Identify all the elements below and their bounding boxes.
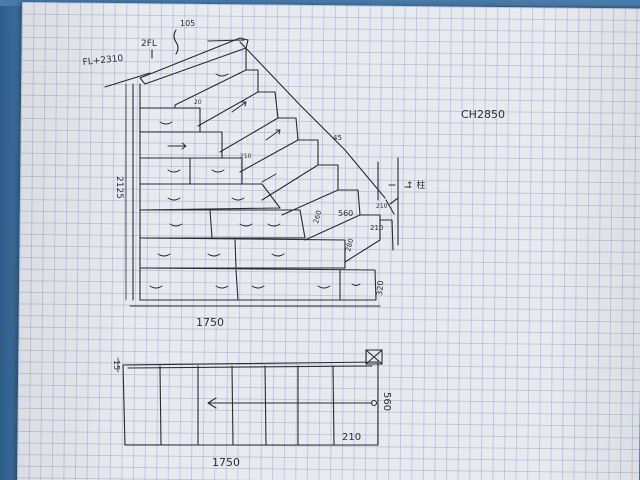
label-small-20: 20 [194, 99, 202, 106]
step-5 [261, 139, 319, 201]
step-3 [219, 91, 279, 153]
label-bottom-riser: 320 [375, 280, 385, 296]
plan-div-1 [159, 365, 162, 446]
floor-line [104, 72, 151, 88]
top-brace [173, 29, 179, 55]
label-step-width: 210 [370, 224, 383, 232]
plan-inner-edge [127, 365, 373, 369]
step-2 [197, 69, 259, 127]
landing-edge [207, 39, 245, 42]
label-floor-name: 2FL [141, 39, 157, 49]
label-elevation-width: 1750 [196, 316, 224, 329]
post-cross [385, 197, 399, 215]
post-ticks [388, 184, 412, 188]
step-1 [174, 47, 247, 109]
drawer-handles [149, 73, 361, 289]
plan-div-6 [332, 365, 335, 446]
drawer-row-3 [139, 157, 243, 185]
plan-div-3 [231, 365, 234, 446]
top-landing [139, 37, 249, 85]
label-step-210: 210 [240, 153, 252, 160]
label-step-210b: 210 [376, 203, 388, 210]
drawer-divider-6 [234, 239, 237, 269]
elevation-drawing [104, 29, 412, 307]
drawer-divider-5a [209, 209, 213, 239]
plan-outline [122, 361, 379, 446]
stair-diagonal [239, 41, 386, 199]
drawer-row-4 [139, 183, 281, 211]
label-tread: 560 [338, 209, 353, 218]
step-4 [239, 117, 299, 173]
drawer-row-7 [139, 267, 377, 301]
label-floor-level: FL+2310 [82, 54, 124, 68]
label-riser-280: 280 [344, 238, 355, 253]
plan-div-4 [264, 365, 267, 446]
label-total-height: 2125 [114, 176, 124, 199]
background-top [0, 0, 640, 6]
drawer-row-5 [139, 209, 306, 239]
plan-post-cross [365, 349, 383, 365]
plan-drawing [117, 349, 383, 446]
step-9 [379, 219, 394, 251]
plan-post-box [365, 349, 383, 365]
label-plan-depth: 560 [381, 392, 392, 411]
drawer-row-1 [139, 107, 201, 133]
plan-arrow-origin [370, 399, 378, 407]
drawer-row-6 [139, 237, 346, 269]
drawer-row-2 [139, 131, 223, 159]
label-angle: 45 [333, 134, 342, 142]
plan-direction-arrow [207, 397, 373, 409]
drawer-divider-7a [235, 269, 239, 301]
step-7 [304, 189, 361, 241]
label-plan-step: 210 [342, 432, 361, 443]
step-8 [344, 214, 381, 263]
step-6 [281, 164, 339, 216]
label-plan-edge: 15 [112, 360, 121, 370]
label-top-width: 105 [180, 19, 195, 28]
label-plan-width: 1750 [212, 456, 240, 469]
label-ceiling-height: CH2850 [461, 108, 505, 121]
label-riser-260: 260 [312, 210, 323, 225]
label-post: ↑ 柱 [406, 179, 425, 191]
